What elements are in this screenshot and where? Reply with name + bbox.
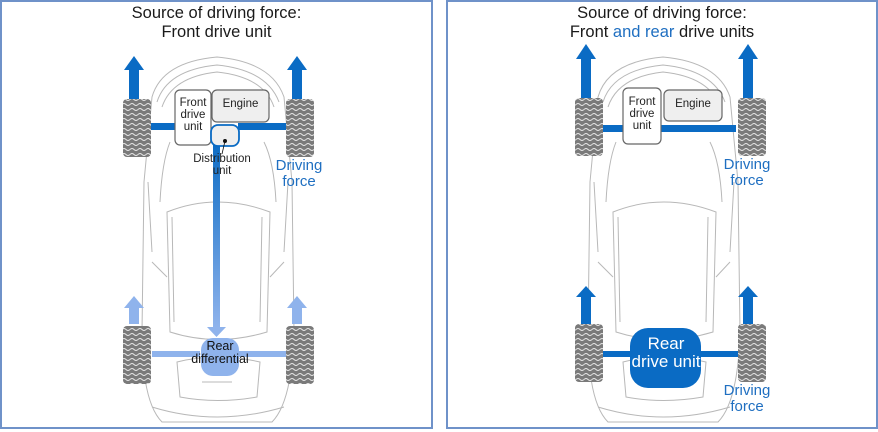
front-left-arrow-icon	[124, 56, 144, 100]
engine-label: Engine	[675, 98, 711, 110]
front-axle	[596, 125, 736, 132]
rear-right-arrow-icon	[287, 296, 307, 324]
rear-differential-shape	[201, 338, 239, 376]
panel-title: Source of driving force: Front and rear …	[448, 4, 876, 42]
driving-force-rear-label: Driving force	[723, 382, 771, 415]
rear-right-arrow-icon	[738, 286, 758, 325]
distribution-unit-box	[210, 124, 240, 147]
rear-left-axle	[152, 351, 200, 357]
rear-right-axle	[238, 351, 290, 357]
rear-left-arrow-icon	[576, 286, 596, 325]
distribution-unit-leader	[221, 140, 226, 155]
front-drive-unit-box	[174, 89, 212, 146]
rear-differential-label: Rear differential	[191, 339, 249, 367]
propeller-shaft	[213, 140, 220, 328]
distribution-unit-label: Distribution unit	[193, 153, 251, 178]
front-left-axle	[150, 123, 184, 130]
front-left-tire	[123, 99, 151, 157]
front-right-tire	[738, 98, 766, 156]
panel-front-drive-unit: Source of driving force: Front drive uni…	[0, 0, 433, 429]
rear-drive-unit-label: Rear drive unit	[631, 334, 701, 371]
front-right-arrow-icon	[738, 44, 758, 101]
rear-left-tire	[123, 326, 151, 384]
rear-left-tire	[575, 324, 603, 382]
title-line-2: Front and rear drive units	[569, 23, 755, 41]
title-line-1: Source of driving force:	[577, 4, 747, 22]
front-left-arrow-icon	[576, 44, 596, 101]
engine-label: Engine	[222, 98, 259, 110]
panel-front-and-rear-drive-units: Source of driving force: Front and rear …	[446, 0, 878, 429]
car-diagram	[123, 56, 314, 423]
front-right-arrow-icon	[287, 56, 307, 100]
driving-force-label: Driving force	[275, 157, 323, 190]
title-line-1: Source of driving force:	[131, 4, 302, 22]
driving-force-front-label: Driving force	[723, 156, 771, 189]
front-right-tire	[286, 99, 314, 157]
rear-drive-unit-shape	[630, 328, 701, 388]
engine-box	[211, 89, 270, 123]
front-drive-unit-box	[622, 87, 662, 145]
front-drive-unit-label: Front drive unit	[628, 96, 656, 133]
engine-box	[663, 89, 723, 122]
shaft-arrow-icon	[207, 327, 226, 337]
front-drive-unit-label: Front drive unit	[179, 97, 207, 134]
car-outline	[141, 56, 295, 423]
car-diagram	[575, 44, 766, 423]
front-left-tire	[575, 98, 603, 156]
panel-title: Source of driving force: Front drive uni…	[2, 4, 431, 42]
rear-right-tire	[286, 326, 314, 384]
rear-right-tire	[738, 324, 766, 382]
rear-left-arrow-icon	[124, 296, 144, 324]
front-right-axle	[238, 123, 292, 130]
title-line-2: Front drive unit	[161, 23, 272, 41]
